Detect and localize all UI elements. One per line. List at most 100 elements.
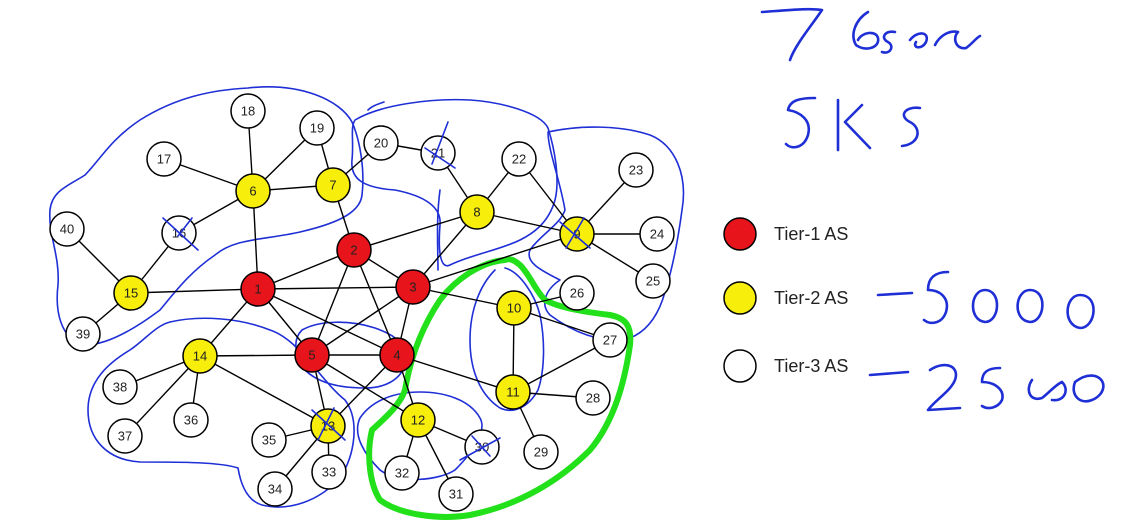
node-28: 28 (575, 380, 611, 416)
node-label-38: 38 (113, 380, 127, 395)
node-label-2: 2 (350, 243, 357, 258)
node-circle-14 (182, 338, 218, 374)
edge-3-5 (311, 286, 414, 356)
region-outline-north (351, 98, 558, 267)
node-label-24: 24 (650, 227, 664, 242)
edge-4-11 (396, 354, 514, 393)
node-label-28: 28 (586, 391, 600, 406)
node-40: 40 (49, 211, 85, 247)
node-34: 34 (257, 471, 293, 507)
node-15: 15 (113, 275, 149, 311)
node-circle-27 (592, 322, 628, 358)
cross-mark-21 (424, 121, 456, 169)
node-circle-19 (299, 110, 335, 146)
node-label-9: 9 (573, 227, 580, 242)
edge-2-8 (353, 211, 478, 251)
node-circle-11 (495, 374, 531, 410)
node-19: 19 (299, 110, 335, 146)
node-3: 3 (395, 269, 431, 305)
edge-1-4 (257, 288, 398, 356)
node-label-10: 10 (507, 301, 521, 316)
node-label-14: 14 (193, 349, 207, 364)
legend-swatch-tier2 (723, 281, 757, 315)
node-23: 23 (618, 152, 654, 188)
node-label-31: 31 (449, 487, 463, 502)
node-label-7: 7 (329, 178, 336, 193)
node-36: 36 (173, 402, 209, 438)
edge-2-5 (311, 249, 355, 356)
node-37: 37 (107, 418, 143, 454)
cross-mark-9 (559, 217, 591, 249)
node-circle-4 (379, 337, 415, 373)
node-circle-20 (363, 125, 399, 161)
node-circle-37 (107, 418, 143, 454)
node-circle-36 (173, 402, 209, 438)
node-label-34: 34 (268, 482, 282, 497)
node-circle-3 (395, 269, 431, 305)
region-outline-west (49, 86, 364, 346)
node-label-18: 18 (241, 104, 255, 119)
node-1: 1 (240, 271, 276, 307)
node-circle-28 (575, 380, 611, 416)
node-label-33: 33 (322, 465, 336, 480)
handwritten-note-2500 (868, 363, 1105, 412)
node-label-4: 4 (393, 348, 400, 363)
node-circle-31 (438, 476, 474, 512)
node-label-12: 12 (411, 413, 425, 428)
node-2: 2 (336, 232, 372, 268)
node-31: 31 (438, 476, 474, 512)
node-circle-26 (559, 275, 595, 311)
node-7: 7 (315, 167, 351, 203)
node-label-37: 37 (118, 429, 132, 444)
node-39: 39 (65, 316, 101, 352)
node-circle-39 (65, 316, 101, 352)
node-label-27: 27 (603, 333, 617, 348)
node-35: 35 (251, 422, 287, 458)
node-5: 5 (294, 337, 330, 373)
legend-label-tier1: Tier-1 AS (774, 224, 848, 244)
node-label-3: 3 (409, 280, 416, 295)
edge-2-4 (353, 249, 398, 356)
node-circle-10 (496, 290, 532, 326)
node-label-11: 11 (506, 385, 520, 400)
node-circle-35 (251, 422, 287, 458)
node-label-17: 17 (157, 152, 171, 167)
node-6: 6 (235, 173, 271, 209)
node-label-19: 19 (310, 121, 324, 136)
node-14: 14 (182, 338, 218, 374)
node-circle-6 (235, 173, 271, 209)
node-20: 20 (363, 125, 399, 161)
edge-3-9 (412, 233, 578, 288)
node-25: 25 (635, 263, 671, 299)
node-29: 29 (523, 434, 559, 470)
node-circle-15 (113, 275, 149, 311)
cross-mark-30 (459, 435, 501, 461)
node-circle-23 (618, 152, 654, 188)
node-label-32: 32 (395, 466, 409, 481)
node-circle-34 (257, 471, 293, 507)
node-circle-17 (146, 141, 182, 177)
node-11: 11 (495, 374, 531, 410)
node-label-29: 29 (534, 445, 548, 460)
node-4: 4 (379, 337, 415, 373)
node-17: 17 (146, 141, 182, 177)
node-label-8: 8 (473, 205, 480, 220)
edge-5-14 (199, 354, 313, 357)
node-circle-38 (102, 369, 138, 405)
edge-11-27 (512, 339, 611, 393)
legend-label-tier2: Tier-2 AS (774, 288, 848, 308)
node-32: 32 (384, 455, 420, 491)
handwritten-note-5000 (876, 270, 1095, 330)
node-label-39: 39 (76, 327, 90, 342)
cross-mark-top-nub (367, 101, 385, 111)
node-label-35: 35 (262, 433, 276, 448)
node-circle-18 (230, 93, 266, 129)
node-8: 8 (459, 194, 495, 230)
node-circle-33 (311, 454, 347, 490)
edge-13-14 (199, 355, 329, 427)
node-label-40: 40 (60, 222, 74, 237)
edge-14-37 (124, 355, 201, 437)
